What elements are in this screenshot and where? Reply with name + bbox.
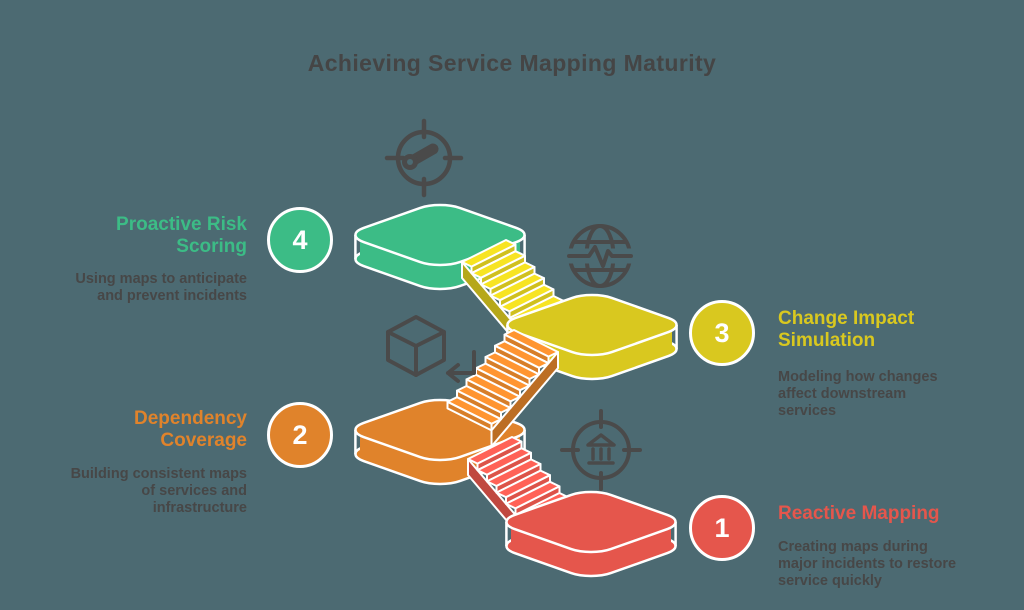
gauge-target-icon [384, 118, 464, 198]
staircase-level-2 [446, 329, 559, 448]
level-4-name: Proactive Risk Scoring [116, 214, 247, 257]
level-3-badge: 3 [689, 300, 755, 366]
platform-level-4 [354, 201, 526, 293]
level-2-name: Dependency Coverage [134, 408, 247, 451]
level-2-badge: 2 [267, 402, 333, 468]
level-4-badge: 4 [267, 207, 333, 273]
bank-target-icon [560, 409, 642, 491]
page-title: Achieving Service Mapping Maturity [307, 50, 717, 76]
platform-level-1 [505, 488, 677, 580]
level-2-description: Building consistent maps of services and… [70, 466, 247, 516]
level-1-badge: 1 [689, 495, 755, 561]
level-4-description: Using maps to anticipate and prevent inc… [75, 271, 247, 304]
level-1-description: Creating maps during major incidents to … [778, 539, 957, 589]
level-3-description: Modeling how changes affect downstream s… [778, 369, 938, 419]
cube-arrow-icon [386, 315, 476, 383]
globe-pulse-icon [565, 224, 635, 288]
level-3-name: Change Impact Simulation [778, 308, 915, 351]
level-1-name: Reactive Mapping [778, 503, 940, 524]
